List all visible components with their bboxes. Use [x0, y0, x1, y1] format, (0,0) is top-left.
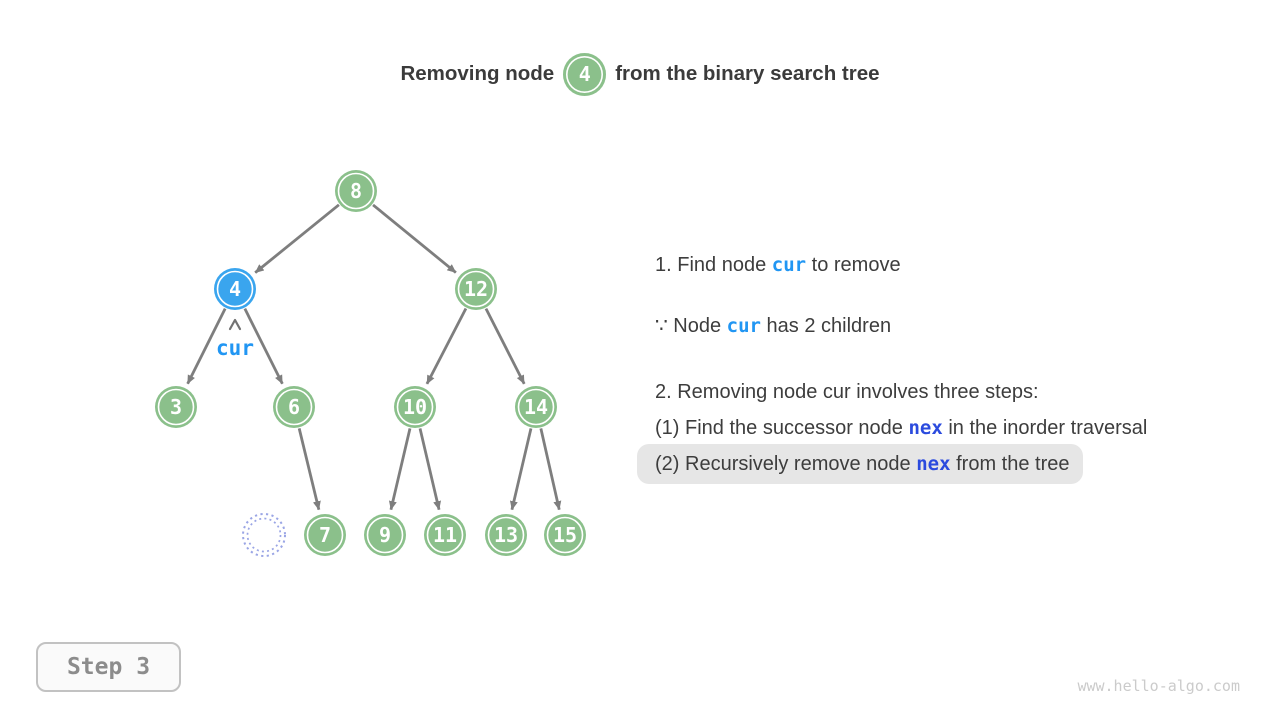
title-prefix: Removing node	[400, 62, 555, 85]
removed-node-placeholder	[242, 513, 286, 557]
tree-node-8: 8	[335, 170, 377, 212]
note-text: (1) Find the successor node	[655, 417, 909, 439]
tree-edge-6-7	[297, 428, 321, 511]
tree-node-10: 10	[394, 386, 436, 428]
note-text: 1. Find node	[655, 254, 772, 276]
cur-label: cur	[216, 336, 254, 360]
tree-edge-14-15	[539, 428, 562, 511]
note-text: from the tree	[950, 453, 1070, 475]
tree-node-12: 12	[455, 268, 497, 310]
cur-pointer: cur	[216, 318, 254, 360]
tree-edge-4-3	[186, 308, 227, 385]
tree-edge-4-6	[243, 308, 284, 385]
svg-text:6: 6	[288, 395, 300, 419]
tree-edge-8-4	[254, 203, 340, 274]
note-substep1: (1) Find the successor node nex in the i…	[637, 414, 1161, 442]
note-text: in the inorder traversal	[942, 417, 1148, 439]
svg-text:8: 8	[350, 179, 362, 203]
tree-edge-10-11	[418, 428, 442, 511]
tree-node-6: 6	[273, 386, 315, 428]
tree-node-14: 14	[515, 386, 557, 428]
title-suffix: from the binary search tree	[615, 62, 880, 85]
tree-edges	[186, 203, 562, 511]
tree-node-15: 15	[544, 514, 586, 556]
watermark: www.hello-algo.com	[1077, 677, 1240, 695]
note-text: to remove	[806, 254, 901, 276]
svg-text:7: 7	[319, 523, 331, 547]
tree-node-11: 11	[424, 514, 466, 556]
code-token: cur	[771, 254, 807, 276]
step-indicator: Step 3	[36, 642, 181, 692]
tree-node-4: 4	[214, 268, 256, 310]
svg-text:4: 4	[229, 277, 241, 301]
svg-text:10: 10	[403, 395, 427, 419]
svg-text:11: 11	[433, 523, 457, 547]
svg-text:15: 15	[553, 523, 577, 547]
note-text: 2. Removing node cur involves three step…	[655, 381, 1039, 403]
tree-node-7: 7	[304, 514, 346, 556]
step-indicator-label: Step 3	[66, 654, 151, 680]
page-title: Removing node 4 from the binary search t…	[0, 52, 1280, 96]
tree-edge-8-12	[372, 203, 457, 274]
tree-node-3: 3	[155, 386, 197, 428]
note-text: ∵ Node	[655, 315, 727, 337]
code-token: nex	[916, 453, 951, 475]
tree-edge-10-9	[388, 428, 412, 511]
title-node-badge: 4	[563, 52, 607, 96]
tree-node-13: 13	[485, 514, 527, 556]
cur-caret-icon	[228, 318, 242, 331]
tree-edge-12-10	[425, 307, 468, 385]
svg-text:12: 12	[464, 277, 488, 301]
note-reason: ∵ Node cur has 2 children	[637, 312, 905, 340]
note-step1: 1. Find node cur to remove	[637, 251, 915, 279]
notes-panel: 1. Find node cur to remove ∵ Node cur has…	[637, 251, 1161, 484]
title-node-value: 4	[578, 62, 591, 86]
note-text: (2) Recursively remove node	[655, 453, 917, 475]
note-text: has 2 children	[760, 315, 892, 337]
svg-text:3: 3	[170, 395, 182, 419]
tree-edge-12-14	[484, 307, 526, 385]
svg-text:9: 9	[379, 523, 391, 547]
note-step2: 2. Removing node cur involves three step…	[637, 378, 1053, 406]
code-token: cur	[726, 315, 761, 337]
tree-edge-14-13	[509, 428, 533, 511]
note-substep2: (2) Recursively remove node nex from the…	[637, 444, 1084, 484]
code-token: nex	[908, 417, 943, 439]
tree-node-9: 9	[364, 514, 406, 556]
svg-text:13: 13	[494, 523, 518, 547]
svg-text:14: 14	[524, 395, 548, 419]
binary-tree-diagram: 8 4 12 3 6 10 14 7 9 11 13 15 cur	[155, 170, 586, 557]
